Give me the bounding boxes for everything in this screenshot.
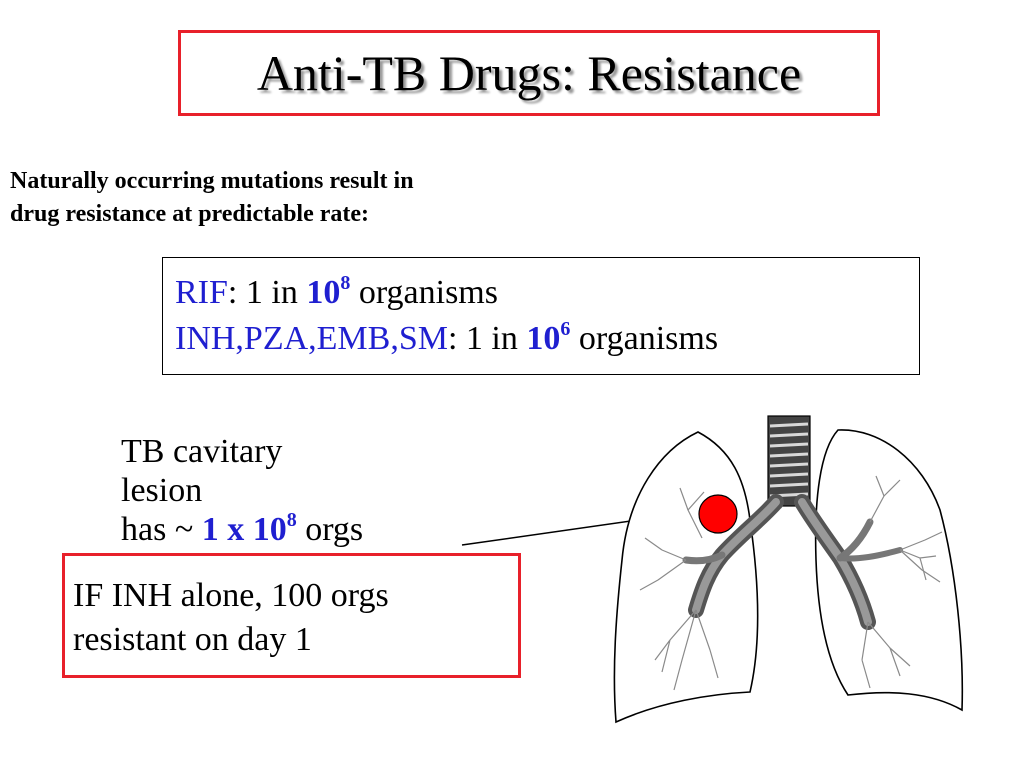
rate-separator: : 1 in — [227, 274, 307, 311]
rate-base: 10 — [526, 320, 561, 357]
intro-line-1: Naturally occurring mutations result in — [10, 168, 414, 194]
rate-line-inh: INH,PZA,EMB,SM: 1 in 106 organisms — [175, 316, 919, 362]
inh-line-2: resistant on day 1 — [73, 621, 312, 658]
lungs-illustration — [613, 415, 964, 724]
lesion-prefix: has ~ — [121, 511, 202, 548]
lesion-caption: TB cavitary lesion has ~ 1 x 108 orgs — [121, 432, 481, 549]
left-lung-icon — [613, 431, 759, 724]
airway-branches — [639, 475, 943, 691]
rate-exponent: 6 — [560, 318, 571, 340]
rate-tail: organisms — [350, 274, 498, 311]
lesion-suffix: orgs — [296, 511, 364, 548]
lesion-count: 1 x 108 — [201, 509, 297, 548]
red-lesion-dot — [698, 494, 738, 534]
drug-name: INH,PZA,EMB,SM — [175, 320, 448, 357]
rate-tail: organisms — [570, 320, 719, 357]
trachea-icon — [767, 415, 811, 507]
right-lung-icon — [814, 429, 964, 712]
intro-line-2: drug resistance at predictable rate: — [10, 201, 370, 227]
drug-name: RIF — [175, 274, 228, 311]
lesion-count-value: 1 x 10 — [201, 511, 287, 548]
rate-base: 10 — [306, 274, 341, 311]
resistance-rates-box: RIF: 1 in 108 organisms INH,PZA,EMB,SM: … — [162, 257, 920, 375]
rate-power: 108 — [306, 272, 351, 311]
rate-line-rif: RIF: 1 in 108 organisms — [175, 270, 919, 316]
rate-exponent: 8 — [340, 272, 351, 294]
bronchi-icon — [682, 494, 903, 630]
rate-separator: : 1 in — [447, 320, 527, 357]
rate-power: 106 — [526, 318, 571, 357]
slide-title: Anti-TB Drugs: Resistance — [256, 45, 802, 101]
inh-line-1: IF INH alone, 100 orgs — [73, 577, 389, 614]
intro-text: Naturally occurring mutations result in … — [10, 165, 610, 231]
lesion-count-exponent: 8 — [286, 509, 297, 531]
title-box: Anti-TB Drugs: Resistance — [178, 30, 880, 116]
lesion-line-1: TB cavitary — [121, 433, 283, 470]
lesion-line-2: lesion — [121, 472, 203, 509]
lesion-line-3: has ~ 1 x 108 orgs — [121, 510, 481, 549]
inh-alone-box: IF INH alone, 100 orgs resistant on day … — [62, 553, 521, 678]
